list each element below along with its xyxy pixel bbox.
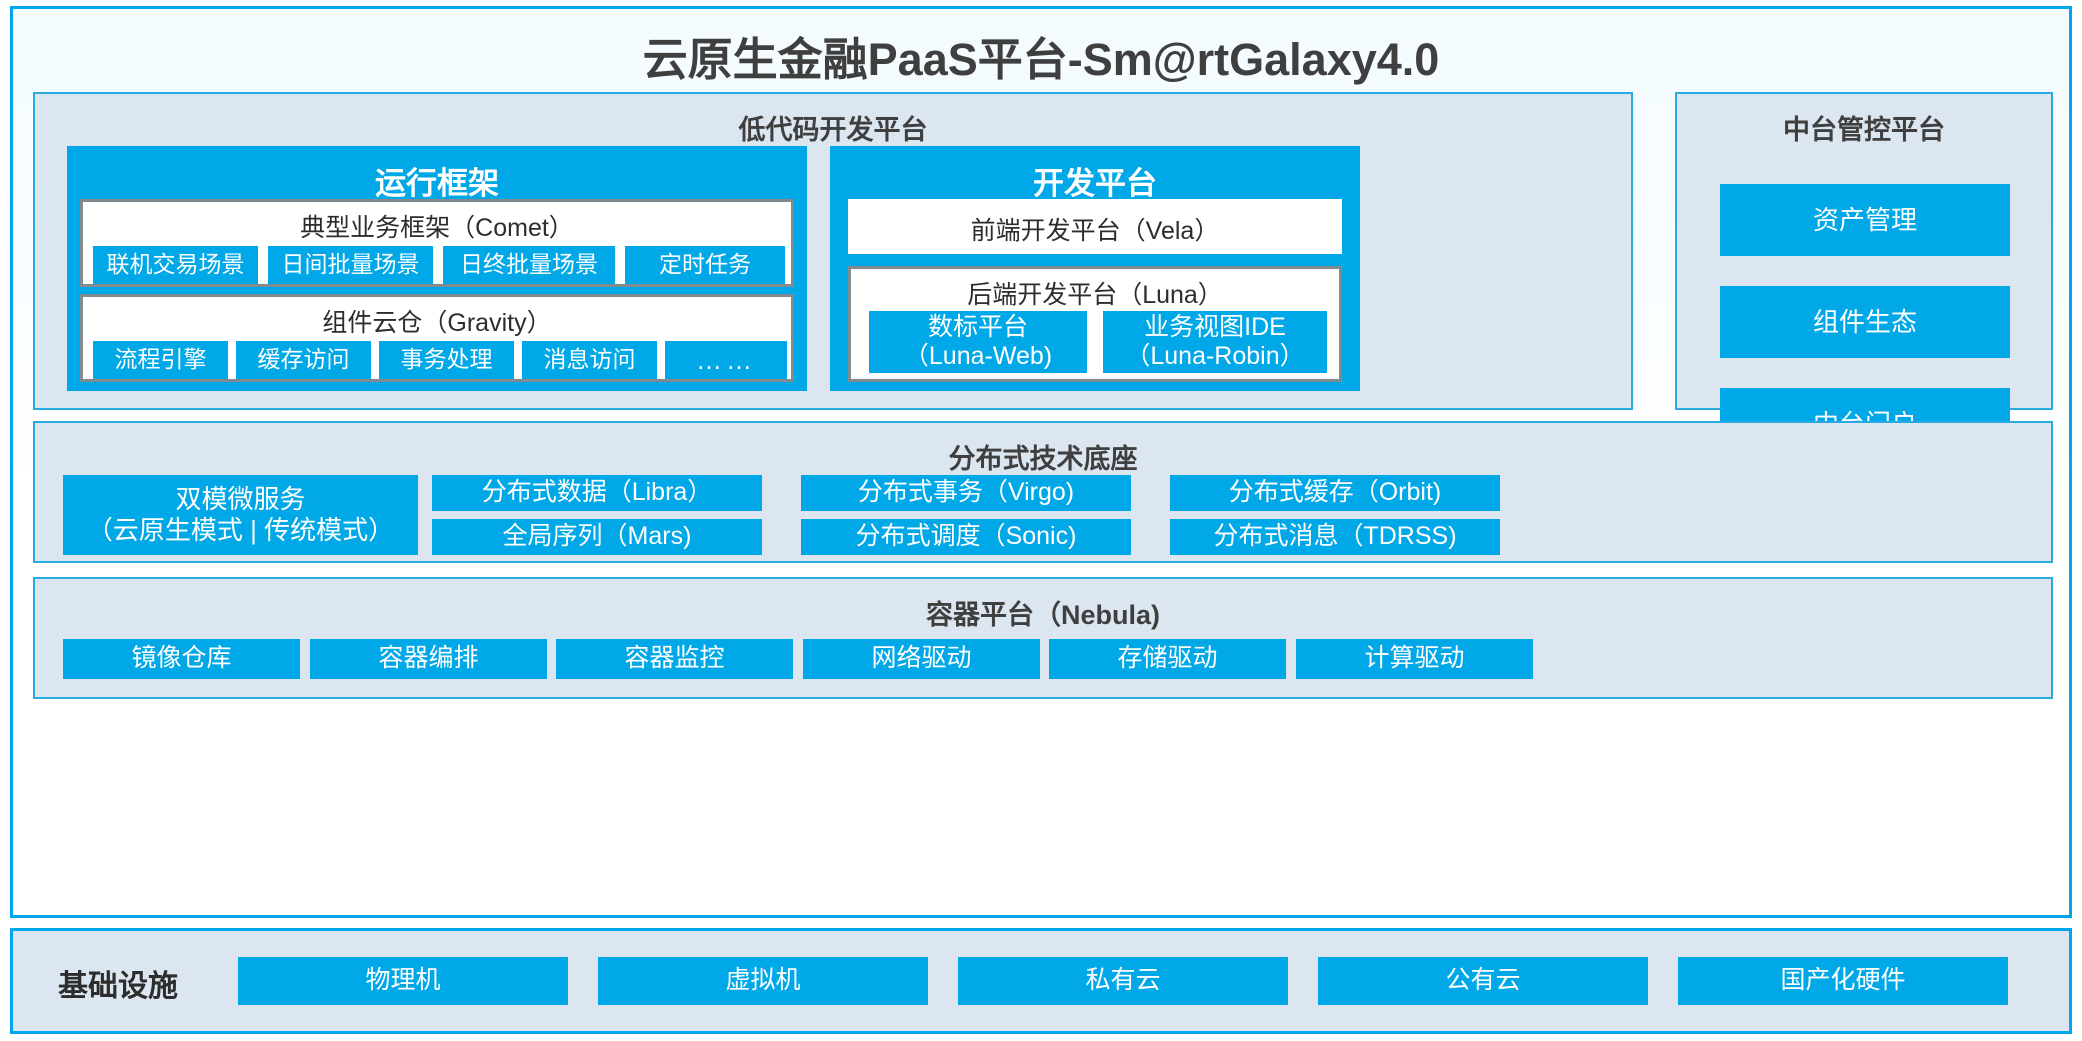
chip-container-4[interactable]: 存储驱动 — [1049, 639, 1286, 679]
box-backend-platform: 后端开发平台（Luna） 数标平台 （Luna-Web) 业务视图IDE （Lu… — [848, 266, 1342, 382]
chip-comet-3[interactable]: 定时任务 — [625, 246, 785, 284]
panel-midoffice-title: 中台管控平台 — [1783, 115, 1945, 145]
chip-infrastructure-0[interactable]: 物理机 — [238, 957, 568, 1005]
chip-infrastructure-4[interactable]: 国产化硬件 — [1678, 957, 2008, 1005]
chip-comet-2[interactable]: 日终批量场景 — [443, 246, 615, 284]
box-gravity: 组件云仓（Gravity） 流程引擎 缓存访问 事务处理 消息访问 …… — [80, 294, 794, 382]
panel-infrastructure: 基础设施 物理机 虚拟机 私有云 公有云 国产化硬件 — [10, 928, 2072, 1034]
panel-distributed-foundation: 分布式技术底座 双模微服务 （云原生模式 | 传统模式） 分布式数据（Libra… — [33, 421, 2053, 563]
chip-container-2[interactable]: 容器监控 — [556, 639, 793, 679]
chip-distributed-r0c2[interactable]: 分布式缓存（Orbit) — [1170, 475, 1500, 511]
chip-midoffice-0[interactable]: 资产管理 — [1720, 184, 2010, 256]
chip-container-3[interactable]: 网络驱动 — [803, 639, 1040, 679]
chip-container-0[interactable]: 镜像仓库 — [63, 639, 300, 679]
box-comet-title: 典型业务框架（Comet） — [300, 214, 574, 242]
group-runtime-framework-title: 运行框架 — [375, 166, 499, 201]
chip-comet-0[interactable]: 联机交易场景 — [93, 246, 258, 284]
panel-container-title: 容器平台（Nebula) — [925, 600, 1160, 630]
panel-container-platform: 容器平台（Nebula) 镜像仓库 容器编排 容器监控 网络驱动 存储驱动 计算… — [33, 577, 2053, 699]
chip-container-1[interactable]: 容器编排 — [310, 639, 547, 679]
group-dev-platform: 开发平台 前端开发平台（Vela） 后端开发平台（Luna） 数标平台 （Lun… — [830, 146, 1360, 391]
chip-infrastructure-2[interactable]: 私有云 — [958, 957, 1288, 1005]
chip-infrastructure-1[interactable]: 虚拟机 — [598, 957, 928, 1005]
chip-distributed-r1c1[interactable]: 分布式调度（Sonic) — [801, 519, 1131, 555]
chip-container-5[interactable]: 计算驱动 — [1296, 639, 1533, 679]
panel-lowcode-title: 低代码开发平台 — [738, 115, 928, 145]
box-gravity-title: 组件云仓（Gravity） — [322, 309, 552, 337]
chip-gravity-2[interactable]: 事务处理 — [379, 341, 514, 379]
platform-main-frame: 云原生金融PaaS平台-Sm@rtGalaxy4.0 低代码开发平台 运行框架 … — [10, 6, 2072, 918]
chip-midoffice-1[interactable]: 组件生态 — [1720, 286, 2010, 358]
chip-comet-1[interactable]: 日间批量场景 — [268, 246, 433, 284]
box-comet: 典型业务框架（Comet） 联机交易场景 日间批量场景 日终批量场景 定时任务 — [80, 199, 794, 287]
box-frontend-platform[interactable]: 前端开发平台（Vela） — [848, 199, 1342, 254]
panel-midoffice-platform: 中台管控平台 资产管理 组件生态 中台门户 — [1675, 92, 2053, 460]
infrastructure-label: 基础设施 — [58, 970, 178, 1003]
group-dev-platform-title: 开发平台 — [1033, 166, 1157, 201]
chip-backend-0[interactable]: 数标平台 （Luna-Web) — [869, 311, 1087, 373]
page-title: 云原生金融PaaS平台-Sm@rtGalaxy4.0 — [642, 34, 1440, 85]
chip-gravity-3[interactable]: 消息访问 — [522, 341, 657, 379]
chip-gravity-0[interactable]: 流程引擎 — [93, 341, 228, 379]
box-frontend-platform-title: 前端开发平台（Vela） — [970, 217, 1220, 245]
panel-distributed-title: 分布式技术底座 — [948, 444, 1138, 474]
group-runtime-framework: 运行框架 典型业务框架（Comet） 联机交易场景 日间批量场景 日终批量场景 … — [67, 146, 807, 391]
box-backend-platform-title: 后端开发平台（Luna） — [967, 281, 1223, 309]
chip-distributed-r1c0[interactable]: 全局序列（Mars) — [432, 519, 762, 555]
panel-lowcode-platform: 低代码开发平台 运行框架 典型业务框架（Comet） 联机交易场景 日间批量场景… — [33, 92, 1633, 410]
chip-distributed-r0c0[interactable]: 分布式数据（Libra） — [432, 475, 762, 511]
chip-dual-mode-microservice[interactable]: 双模微服务 （云原生模式 | 传统模式） — [63, 475, 418, 555]
chip-gravity-1[interactable]: 缓存访问 — [236, 341, 371, 379]
chip-infrastructure-3[interactable]: 公有云 — [1318, 957, 1648, 1005]
chip-distributed-r0c1[interactable]: 分布式事务（Virgo) — [801, 475, 1131, 511]
chip-backend-1[interactable]: 业务视图IDE （Luna-Robin） — [1103, 311, 1327, 373]
chip-gravity-4[interactable]: …… — [665, 341, 787, 379]
chip-distributed-r1c2[interactable]: 分布式消息（TDRSS) — [1170, 519, 1500, 555]
